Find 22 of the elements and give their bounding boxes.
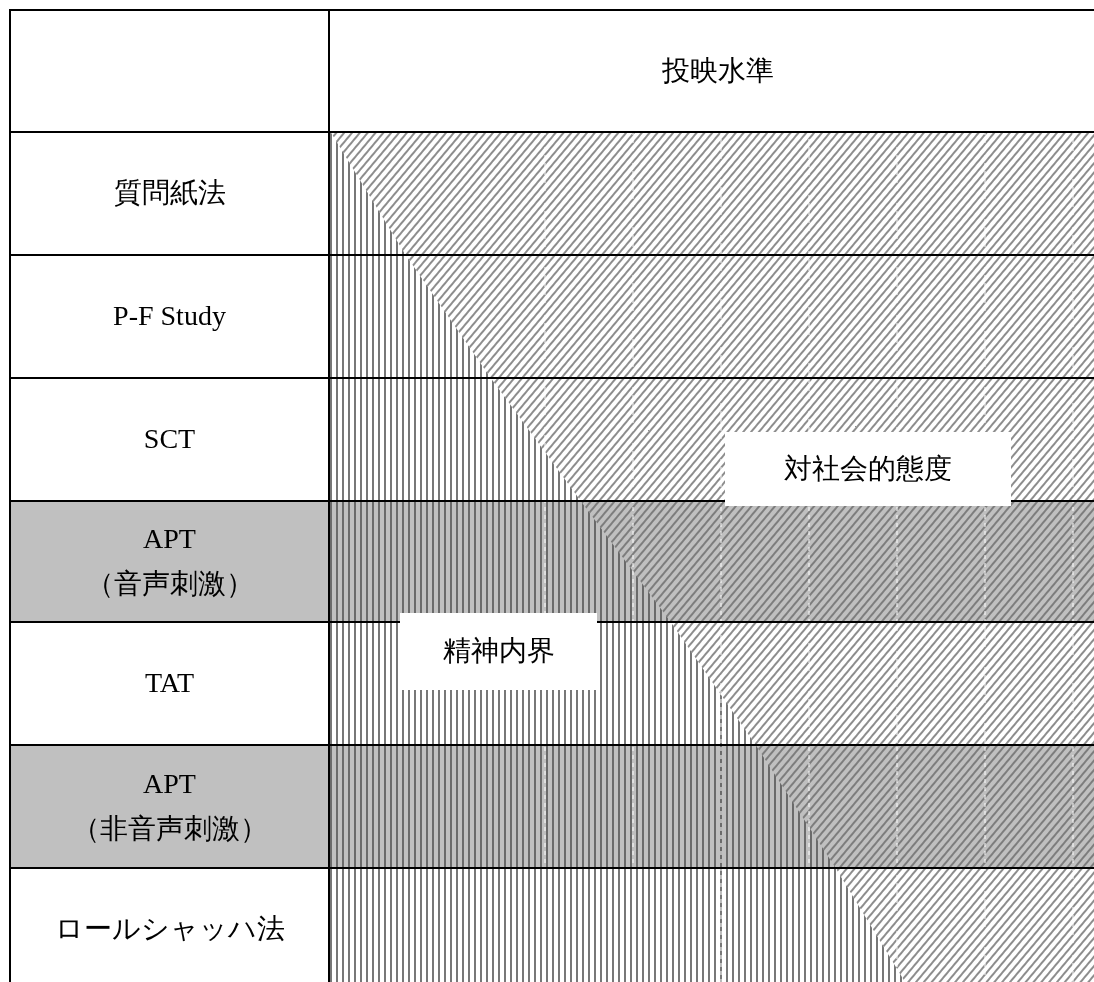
cell-text: （音声刺激） (85, 566, 254, 601)
cell-text: TAT (144, 666, 195, 701)
region-label: 対社会的態度 (784, 451, 952, 486)
table-cell (9, 377, 330, 502)
table-cell (9, 254, 330, 379)
cell-text: ロールシャッハ法 (54, 912, 285, 947)
cell-text: P-F Study (113, 299, 226, 334)
cell-text: 質問紙法 (113, 176, 226, 211)
cell-text: SCT (143, 422, 196, 457)
cell-text: APT (143, 521, 196, 556)
cell-text: APT (143, 766, 196, 801)
table-cell (9, 867, 330, 982)
table-cell (9, 744, 330, 869)
region-label-box (725, 432, 1011, 506)
cell-text: （非音声刺激） (71, 811, 268, 846)
table-cell (328, 9, 1094, 133)
table-cell (9, 131, 330, 256)
table-cell (9, 621, 330, 746)
region-label: 精神内界 (442, 634, 555, 669)
table-cell (9, 500, 330, 623)
region-label-box (400, 613, 597, 690)
cell-text: 投映水準 (662, 53, 774, 88)
